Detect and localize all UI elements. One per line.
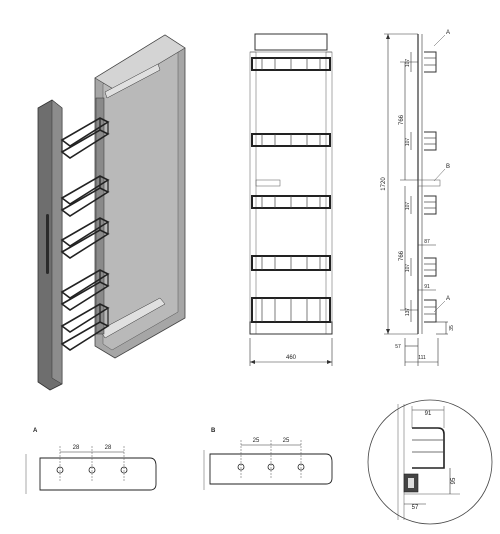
- front-upright-right: [325, 51, 333, 335]
- side-basket-2: [424, 131, 437, 151]
- front-view: 460: [249, 33, 333, 366]
- bottom-offset-label: 35: [449, 325, 455, 331]
- depth-dimensions: 57 111: [395, 338, 439, 366]
- gap-b-lower-label: 107: [405, 202, 411, 211]
- span-upper-label: 766: [399, 114, 405, 125]
- front-frame-top: [254, 33, 328, 51]
- side-ref-a-bottom: A: [446, 296, 450, 302]
- spacing-upper-lower-label: 107: [405, 138, 411, 147]
- span-dimensions: 766 766: [399, 61, 418, 311]
- front-basket-2: [251, 133, 331, 147]
- side-baskets: [417, 51, 441, 323]
- detail-height-label: 95: [451, 477, 457, 484]
- detail-circle-outline: [367, 399, 493, 525]
- detail-width-label: 91: [425, 411, 432, 417]
- depth-57-label: 57: [395, 344, 401, 350]
- inner-91-label: 91: [424, 284, 430, 290]
- iso-basket-5: [60, 303, 110, 351]
- front-width-label: 460: [286, 355, 297, 361]
- front-basket-3: [251, 195, 331, 209]
- detail-offset-label: 57: [412, 505, 419, 511]
- detail-circle: 91 95 57: [367, 399, 493, 525]
- iso-basket-2: [60, 175, 110, 217]
- front-basket-1: [251, 57, 331, 71]
- detail-b: B 25 25: [203, 428, 333, 490]
- iso-basket-3: [60, 217, 110, 259]
- isometric-view: [37, 34, 186, 391]
- height-dimension: 1720: [381, 33, 418, 335]
- span-lower-label: 766: [399, 250, 405, 261]
- plate-a-dim-2: 28: [105, 445, 112, 451]
- pullout-frame: [95, 97, 105, 335]
- inner-dimensions: 87 91: [418, 239, 436, 291]
- detail-a-label: A: [33, 428, 38, 434]
- iso-basket-4: [60, 269, 110, 311]
- side-ref-b: B: [446, 164, 450, 170]
- inner-87-label: 87: [424, 239, 430, 245]
- front-basket-4: [251, 255, 331, 271]
- front-width-dimension: 460: [249, 338, 333, 366]
- front-mid-bracket: [255, 179, 281, 187]
- iso-baskets: [60, 117, 110, 351]
- spacing-dimensions: 107 107 107 107 137: [405, 52, 412, 322]
- door-edge: [51, 99, 63, 385]
- side-mid-bracket: [417, 179, 441, 187]
- side-basket-3: [424, 195, 437, 215]
- plate-a-outline: [39, 457, 157, 491]
- side-view: A B A 1720 766 766 107: [381, 30, 455, 366]
- side-basket-4: [424, 257, 437, 277]
- bottom-offset-dimension: 35: [436, 321, 455, 335]
- iso-basket-1: [60, 117, 110, 159]
- spacing-low-label: 137: [405, 308, 411, 317]
- side-basket-1: [424, 51, 437, 73]
- front-baskets: [251, 57, 331, 323]
- spacing-mid-label: 107: [405, 264, 411, 273]
- plate-b-dim-2: 25: [283, 438, 290, 444]
- detail-basket-hook: [412, 427, 445, 469]
- top-rail: [104, 63, 161, 99]
- plate-a-dim-1: 28: [73, 445, 80, 451]
- height-total-label: 1720: [381, 177, 387, 191]
- front-upright-left: [249, 51, 257, 335]
- bottom-rail: [99, 297, 166, 339]
- side-basket-5: [424, 299, 437, 323]
- front-basket-5: [251, 297, 331, 323]
- depth-111-label: 111: [418, 355, 426, 361]
- plate-b-outline: [209, 453, 333, 485]
- spacing-top-label: 107: [405, 59, 411, 68]
- side-ref-a-top: A: [446, 30, 450, 36]
- detail-b-label: B: [211, 428, 216, 434]
- cabinet-top-edge: [94, 34, 186, 91]
- detail-a: A 28 28: [25, 428, 157, 494]
- front-bottom-base: [249, 321, 333, 335]
- door-handle: [46, 214, 49, 274]
- plate-b-dim-1: 25: [253, 438, 260, 444]
